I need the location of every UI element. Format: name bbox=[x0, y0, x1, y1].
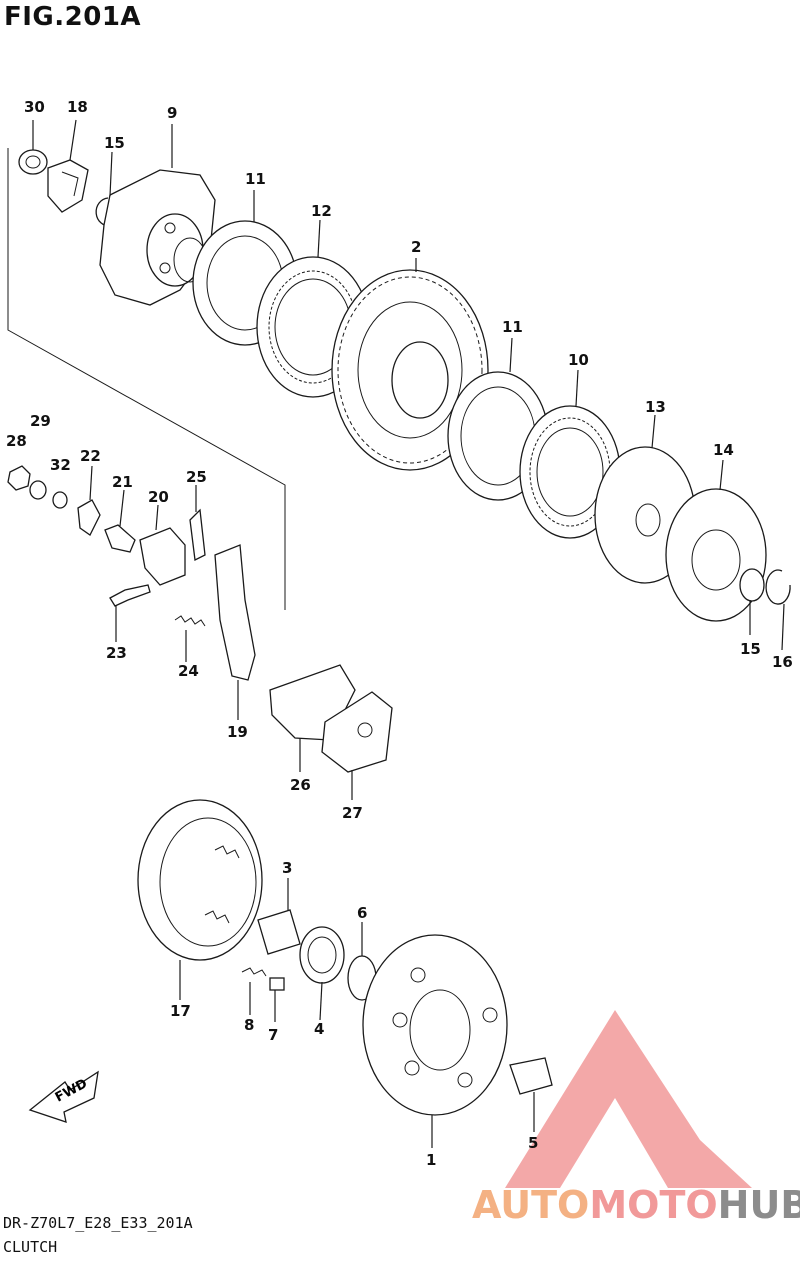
callout-16: 15 bbox=[104, 134, 125, 152]
callout-27: 26 bbox=[290, 776, 311, 794]
callout-17: 16 bbox=[772, 653, 793, 671]
callout-labels: 30 18 15 9 11 12 2 11 10 13 14 15 16 29 … bbox=[6, 98, 793, 1169]
callout-11-lower: 11 bbox=[502, 318, 523, 336]
callout-23: 22 bbox=[80, 447, 101, 465]
callout-30: 29 bbox=[30, 412, 51, 430]
part-19-lifter bbox=[47, 159, 89, 213]
part-7-weight bbox=[269, 977, 285, 991]
assembly-bracket-line bbox=[7, 148, 286, 610]
part-26-cotter-pin bbox=[189, 508, 206, 561]
callout-3: 3 bbox=[282, 859, 292, 877]
callout-13: 13 bbox=[645, 398, 666, 416]
part-9-clutch-hub bbox=[99, 169, 216, 306]
fwd-direction-arrow: FWD bbox=[28, 1070, 99, 1123]
callout-8: 8 bbox=[244, 1016, 254, 1034]
part-31-bearing bbox=[18, 149, 48, 175]
part-29-nut bbox=[7, 465, 31, 491]
callout-2: 2 bbox=[411, 238, 421, 256]
part-30-washer bbox=[29, 480, 47, 500]
part-25-spring bbox=[174, 615, 206, 627]
part-21-joint bbox=[139, 527, 186, 586]
figure-title: FIG.201A bbox=[4, 2, 142, 32]
callout-1: 1 bbox=[426, 1151, 436, 1169]
callout-29: 28 bbox=[6, 432, 27, 450]
part-15-ring bbox=[739, 568, 765, 602]
part-1-clutch-drum bbox=[362, 934, 508, 1116]
callout-24: 23 bbox=[106, 644, 127, 662]
callout-9: 9 bbox=[167, 104, 177, 122]
callout-12: 12 bbox=[311, 202, 332, 220]
part-32-washer bbox=[52, 491, 68, 509]
part-24-pin bbox=[109, 584, 151, 607]
part-3-collar bbox=[257, 909, 301, 955]
callout-10: 10 bbox=[568, 351, 589, 369]
part-17-circlip bbox=[765, 569, 791, 605]
callout-20: 19 bbox=[227, 723, 248, 741]
part-8-spring bbox=[241, 967, 267, 977]
part-23-plate bbox=[77, 499, 101, 536]
part-18-clutch-shoe-assembly bbox=[137, 799, 263, 961]
watermark-text-gray: HUB bbox=[718, 1183, 800, 1227]
callout-19: 18 bbox=[67, 98, 88, 116]
callout-31: 30 bbox=[24, 98, 45, 116]
callout-21: 20 bbox=[148, 488, 169, 506]
callout-leaders bbox=[32, 119, 785, 1148]
part-22-bolt bbox=[104, 524, 136, 553]
footer-model-code: DR-Z70L7_E28_E33_201A bbox=[3, 1214, 193, 1232]
part-20-release-arm bbox=[214, 544, 256, 681]
callout-15: 15 bbox=[740, 640, 761, 658]
callout-5: 5 bbox=[528, 1134, 538, 1152]
callout-11-upper: 11 bbox=[245, 170, 266, 188]
footer-section-name: CLUTCH bbox=[3, 1238, 58, 1256]
svg-text:AUTOMOTOHUB: AUTOMOTOHUB bbox=[472, 1183, 800, 1227]
part-5-bush bbox=[509, 1057, 553, 1095]
callout-7: 7 bbox=[268, 1026, 278, 1044]
callout-25: 24 bbox=[178, 662, 199, 680]
callout-26: 25 bbox=[186, 468, 207, 486]
callout-6: 6 bbox=[357, 904, 367, 922]
watermark-text-pink: MOTO bbox=[589, 1183, 717, 1227]
watermark-logo: AUTOMOTOHUB bbox=[472, 1010, 800, 1227]
callout-18: 17 bbox=[170, 1002, 191, 1020]
part-4-one-way-clutch bbox=[299, 926, 345, 984]
callout-28: 27 bbox=[342, 804, 363, 822]
callout-14: 14 bbox=[713, 441, 734, 459]
part-28-plate bbox=[321, 691, 393, 773]
callout-4: 4 bbox=[314, 1020, 324, 1038]
callout-22: 21 bbox=[112, 473, 133, 491]
watermark-text-orange: AUTO bbox=[472, 1183, 589, 1227]
callout-32: 32 bbox=[50, 456, 71, 474]
